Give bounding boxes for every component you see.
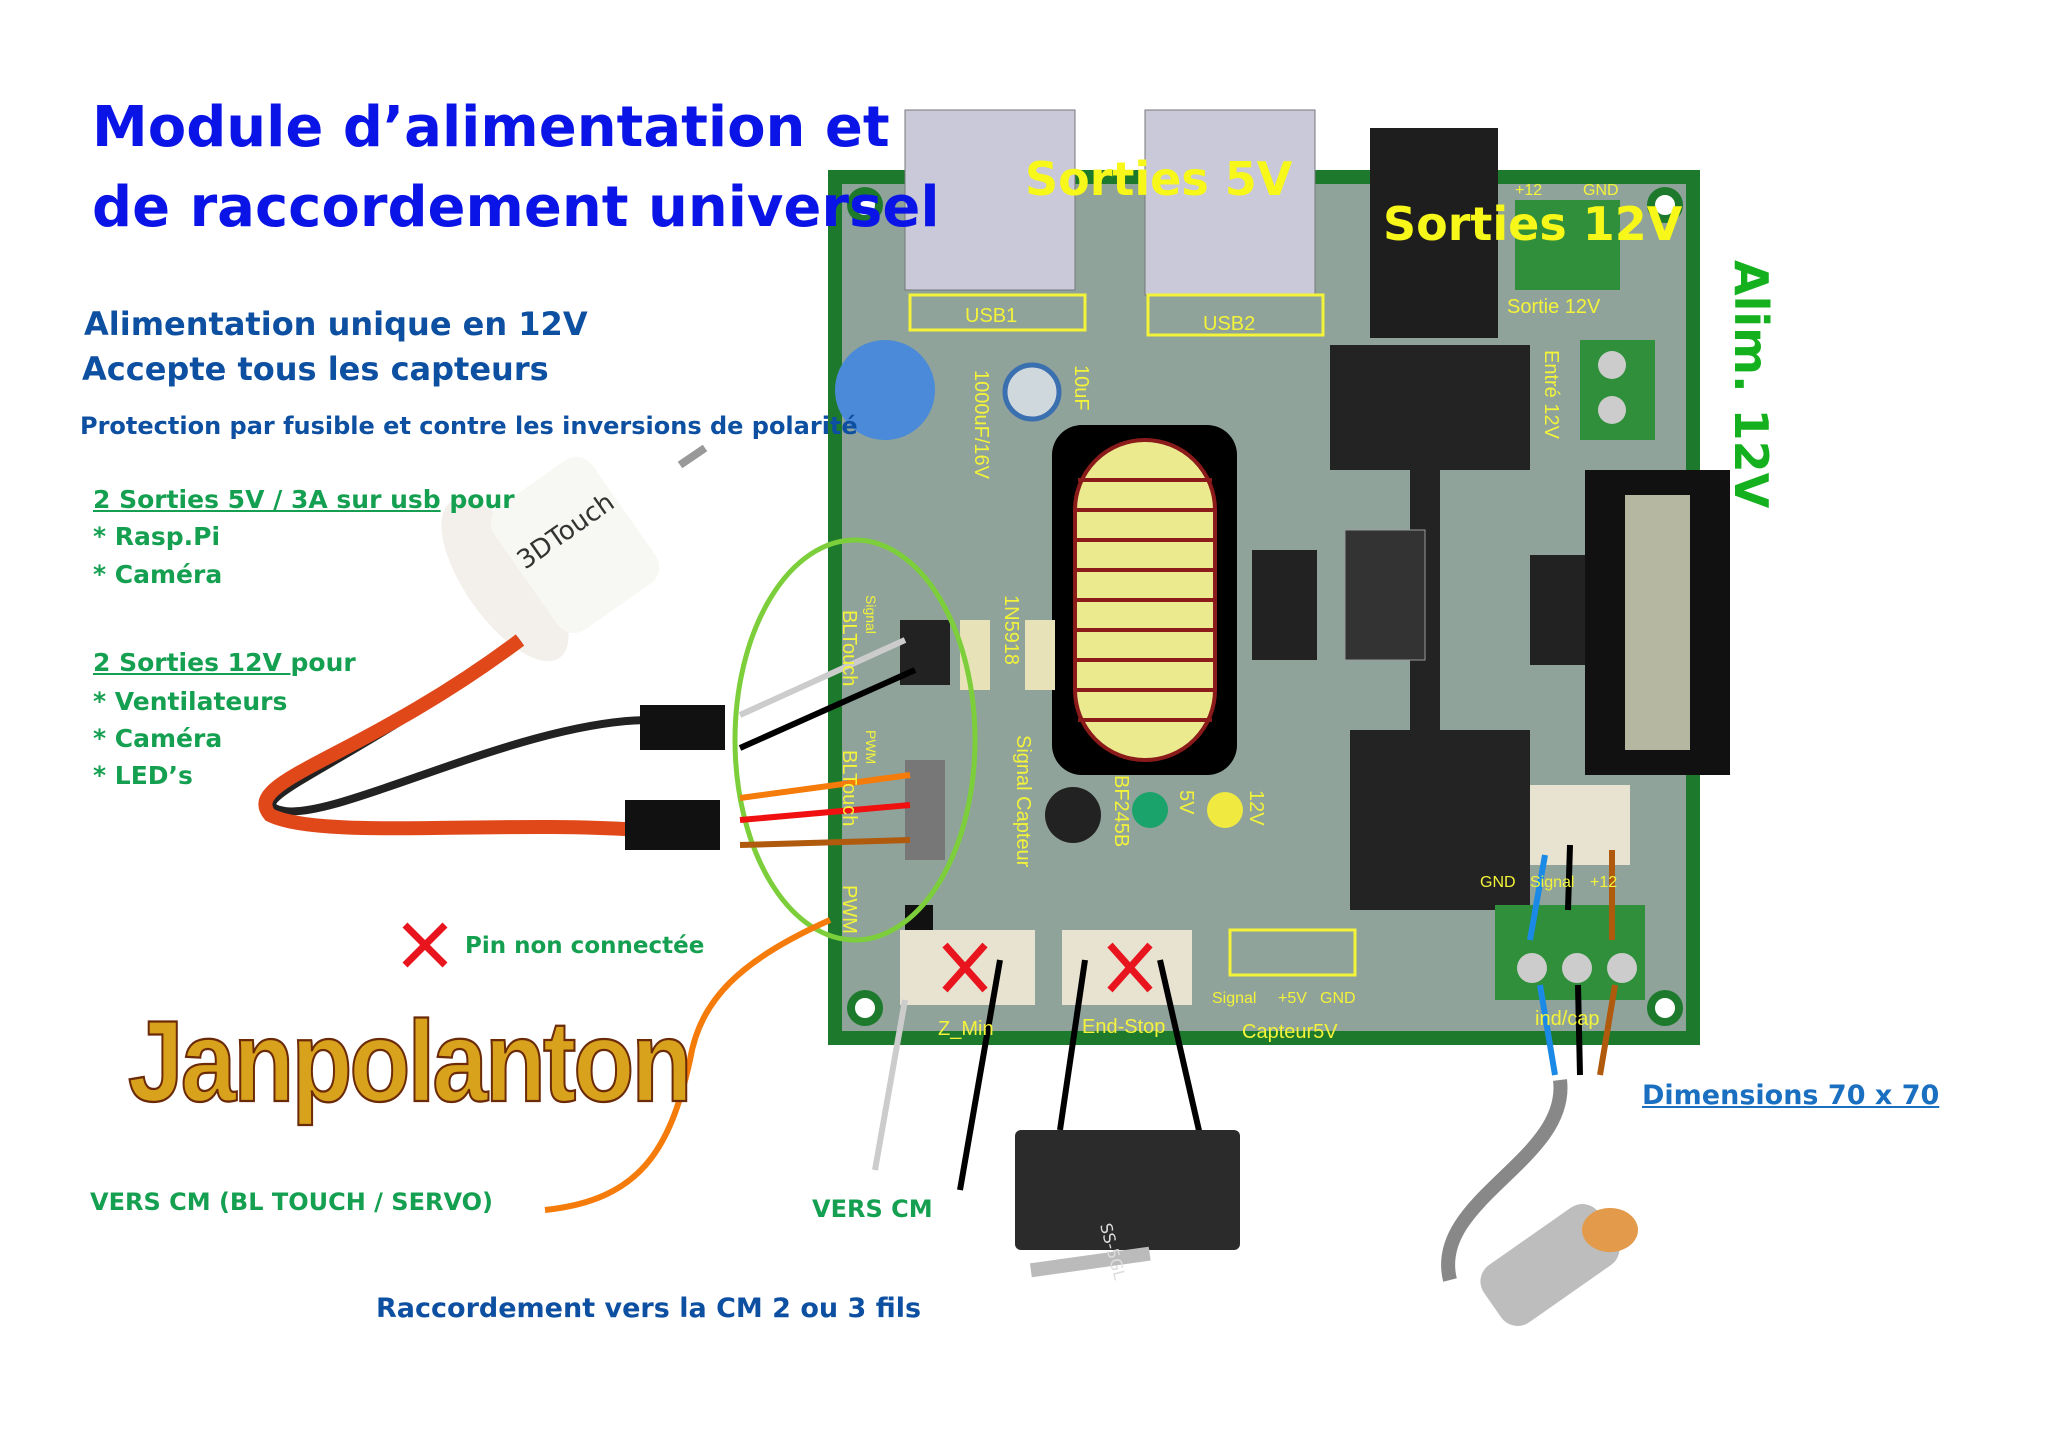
bltouch-highlight (732, 537, 978, 943)
silk-signal3: Signal (1530, 874, 1574, 891)
outputs-12v-heading: 2 Sorties 12V pour (93, 648, 356, 677)
silk-cap2: 10uF (1070, 365, 1092, 411)
mounting-holes (847, 187, 1683, 1026)
silk-zmin: Z_Min (938, 1018, 994, 1040)
overlay-sorties-5v: Sorties 5V (1025, 152, 1293, 206)
cable-red (258, 634, 641, 837)
silk-led5: 5V (1175, 790, 1197, 815)
silk-sortie-12v: Sortie 12V (1507, 296, 1601, 318)
outputs-12v-item: * LED’s (93, 761, 193, 790)
led-12v (1207, 792, 1243, 828)
led-5v (1132, 792, 1168, 828)
zener-2 (1025, 620, 1055, 690)
microswitch (1015, 1130, 1240, 1250)
capacitor-1000uf (835, 340, 935, 440)
legend-pin-not-connected: Pin non connectée (465, 933, 705, 959)
silk-cap1: 1000uF/16V (970, 370, 992, 480)
terminal-sortie-12v (1515, 200, 1620, 290)
silk-sig: Signal (1212, 990, 1256, 1007)
capacitor-10uf (1002, 362, 1062, 422)
heatsink (1330, 345, 1530, 910)
title-line-1: Module d’alimentation et (92, 95, 890, 160)
usb1-connector (904, 109, 1087, 332)
ind-cap-terminal (1495, 905, 1645, 1000)
plug-2pin (640, 705, 725, 750)
silk-gnd2: GND (1320, 990, 1356, 1007)
fuse (1625, 495, 1690, 750)
silk-capteur5v: Capteur5V (1242, 1021, 1338, 1043)
usb2-connector (1144, 109, 1325, 337)
silkscreen: USB1 USB2 Sortie 12V +12 GND Entré 12V 1… (838, 182, 1619, 1043)
outputs-5v-item: * Caméra (93, 560, 223, 589)
feature-sensors: Accepte tous les capteurs (82, 350, 549, 388)
inductive-sensor (1441, 1079, 1638, 1326)
silk-signal-capteur: Signal Capteur (1012, 735, 1034, 868)
diode-2 (1530, 555, 1595, 665)
silk-endstop: End-Stop (1082, 1016, 1165, 1038)
bltouch-pwm-header (905, 760, 945, 860)
bltouch-probe (441, 444, 708, 662)
outputs-5v-item: * Rasp.Pi (93, 522, 221, 551)
label-to-cm: VERS CM (812, 1195, 933, 1223)
silk-usb2: USB2 (1203, 313, 1255, 335)
label-connection: Raccordement vers la CM 2 ou 3 fils (376, 1293, 922, 1324)
dc-jack (1370, 128, 1498, 338)
wire-arrows (544, 637, 1618, 1213)
outputs-12v-item: * Caméra (93, 724, 223, 753)
silk-bltouch-2: BLTouch (838, 750, 860, 826)
silk-diode: 1N5918 (1000, 595, 1022, 665)
diode-1 (1252, 550, 1317, 660)
capteur5v-header (1228, 928, 1357, 977)
feature-single-supply: Alimentation unique en 12V (84, 305, 588, 343)
silk-entre-12v: Entré 12V (1540, 350, 1562, 440)
label-to-cm-bltouch: VERS CM (BL TOUCH / SERVO) (90, 1188, 493, 1216)
title-line-2: de raccordement universel (92, 175, 940, 240)
silk-usb1: USB1 (965, 305, 1017, 327)
silk-led12: 12V (1245, 790, 1267, 826)
silk-ind-cap: ind/cap (1535, 1008, 1600, 1030)
plug-3pin (625, 800, 720, 850)
overlay-sorties-12v: Sorties 12V (1383, 197, 1683, 251)
silk-p12b: +12 (1590, 874, 1617, 891)
label-dimensions: Dimensions 70 x 70 (1642, 1080, 1940, 1111)
transistor (1045, 787, 1101, 843)
silk-gnd: GND (1583, 182, 1619, 199)
silk-bltouch-1: BLTouch (838, 610, 860, 686)
feature-protection: Protection par fusible et contre les inv… (80, 412, 858, 440)
inductor-windings (1075, 478, 1215, 722)
silk-transistor: BF245B (1110, 775, 1132, 847)
not-connected-marks (402, 922, 1153, 993)
silk-p12: +12 (1515, 182, 1542, 199)
overlay-alim-12v: Alim. 12V (1724, 260, 1778, 509)
silk-pwm-1: PWM (863, 730, 879, 764)
silk-pwm-2: PWM (838, 885, 860, 934)
regulator (1344, 529, 1426, 661)
silk-gnd3: GND (1480, 874, 1516, 891)
logo-janpolanton: Janpolanton (127, 996, 693, 1127)
silk-signal: Signal (863, 595, 879, 634)
silk-p5v: +5V (1278, 990, 1307, 1007)
outputs-12v-item: * Ventilateurs (93, 687, 288, 716)
outputs-5v-heading: 2 Sorties 5V / 3A sur usb pour (93, 485, 515, 514)
